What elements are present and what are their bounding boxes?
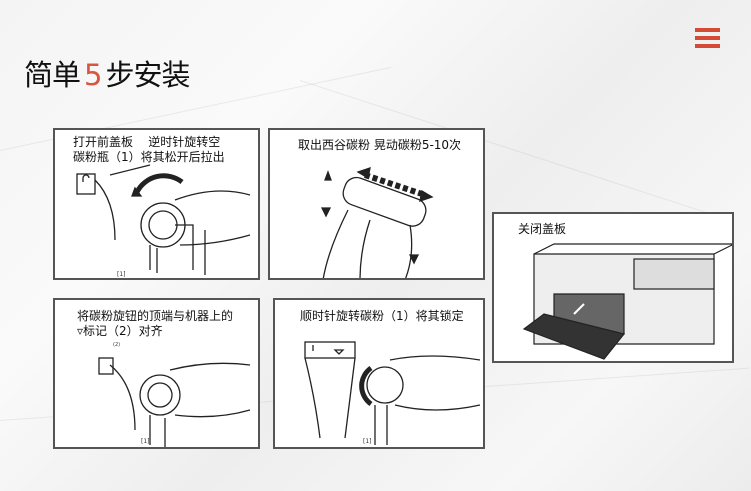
step-4-illustration: [1]: [304, 341, 481, 445]
step-4-caption: 顺时针旋转碳粉（1）将其锁定: [300, 309, 464, 323]
step-2-illustration: [320, 167, 434, 278]
title-suffix: 步安装: [105, 58, 190, 92]
step-2-panel: 取出西谷碳粉 晃动碳粉5-10次: [268, 128, 485, 280]
step-1-panel: 打开前盖板 逆时针旋转空 碳粉瓶（1）将其松开后拉出 [1]: [53, 128, 260, 280]
step-4-label: [1]: [363, 438, 372, 445]
step-3-illustration: (2) [1]: [98, 342, 251, 447]
hamburger-icon[interactable]: [695, 28, 720, 50]
title-prefix: 简单: [24, 58, 81, 92]
step-3-panel: 将碳粉旋钮的顶端与机器上的 ▿标记（2）对齐 (2) [1]: [53, 298, 260, 449]
step-3-caption: 将碳粉旋钮的顶端与机器上的 ▿标记（2）对齐: [77, 309, 234, 338]
title-number: 5: [84, 58, 102, 92]
step-3-label-2: (2): [113, 342, 120, 348]
step-3-label: [1]: [141, 438, 150, 445]
step-1-caption: 打开前盖板 逆时针旋转空 碳粉瓶（1）将其松开后拉出: [73, 135, 225, 164]
step-5-illustration: [522, 243, 732, 360]
step-5-caption: 关闭盖板: [518, 222, 567, 236]
step-2-caption: 取出西谷碳粉 晃动碳粉5-10次: [298, 138, 462, 152]
step-4-panel: 顺时针旋转碳粉（1）将其锁定 [1]: [273, 298, 485, 449]
step-5-panel: 关闭盖板: [492, 212, 734, 363]
step-1-label: [1]: [117, 271, 126, 278]
step-1-illustration: [1]: [76, 164, 251, 278]
